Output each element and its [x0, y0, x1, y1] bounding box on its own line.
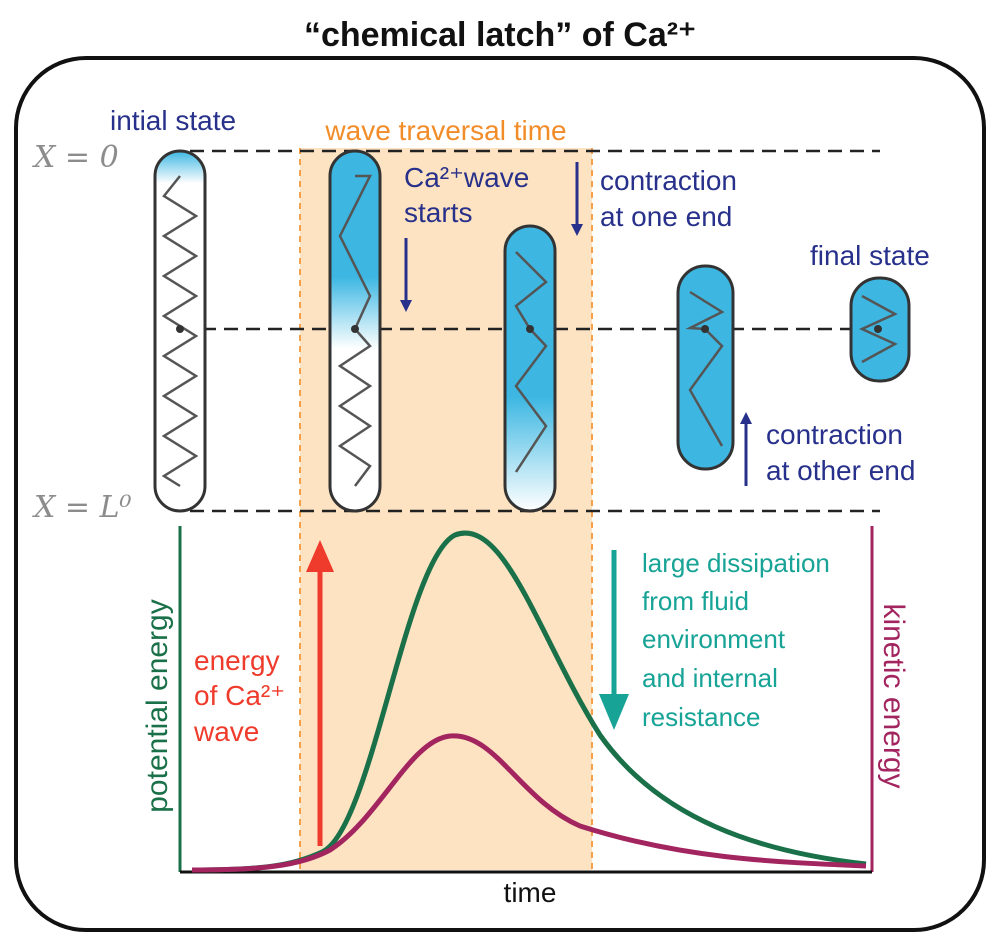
- final-state-label: final state: [810, 240, 930, 271]
- wave-traversal-label: wave traversal time: [324, 115, 566, 146]
- outer-frame: [14, 56, 986, 932]
- diagram-title: “chemical latch” of Ca²⁺: [304, 16, 696, 54]
- x-zero-label: X = 0: [32, 140, 119, 175]
- potential-energy-label: potential energy: [141, 599, 174, 813]
- x-l0-label: X = L⁰: [32, 490, 132, 525]
- cell-wave-starts: [328, 149, 382, 513]
- time-label: time: [504, 877, 557, 908]
- energy-input-arrowhead: [306, 540, 334, 572]
- contraction-one-end-label: contraction at one end: [600, 165, 745, 232]
- dissipation-arrowhead: [599, 694, 629, 730]
- initial-state-label: intial state: [110, 105, 236, 136]
- ca-wave-label: Ca²⁺wave starts: [404, 162, 537, 228]
- cell-initial-state: [153, 149, 207, 513]
- dissipation-label: large dissipation from fluid environment…: [642, 548, 837, 732]
- energy-of-ca-wave-label: energy of Ca²⁺ wave: [193, 645, 293, 747]
- cell-contraction-one-end: [503, 224, 557, 513]
- kinetic-energy-curve: [191, 733, 867, 873]
- kinetic-energy-label: kinetic energy: [877, 603, 910, 788]
- contraction-other-end-label: contraction at other end: [766, 419, 915, 486]
- cell-final-state: [849, 276, 911, 383]
- cell-contraction-other-end: [676, 264, 735, 471]
